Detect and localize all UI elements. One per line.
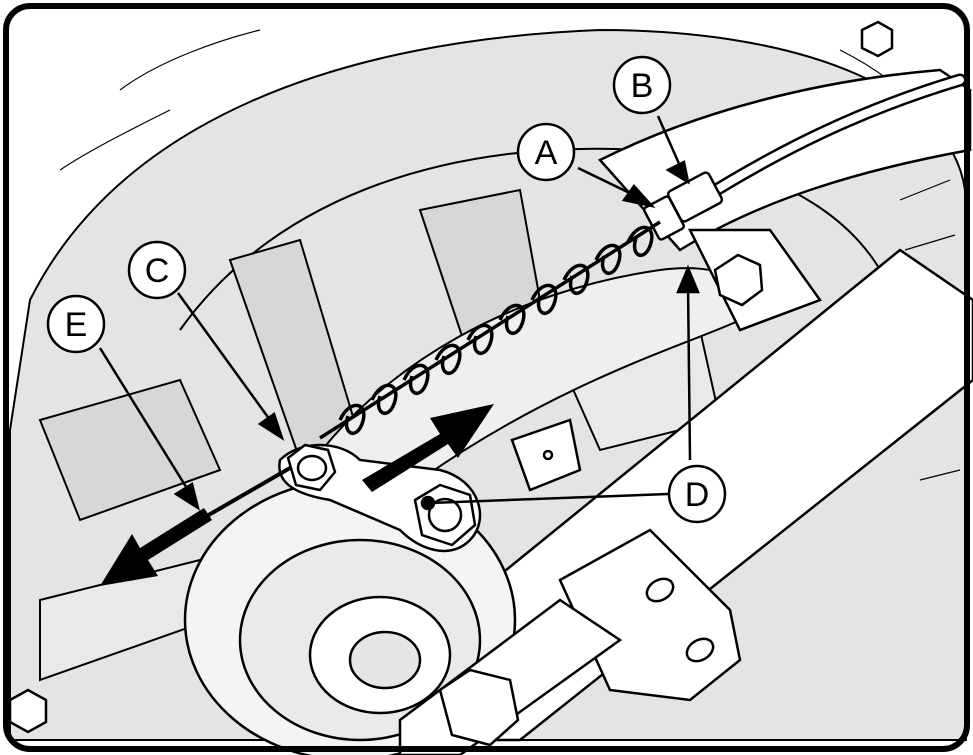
callout-b-label: B [631,67,654,105]
callout-d: D [667,464,727,524]
bracket-plate [510,418,742,702]
leader-lines [98,115,700,511]
frame-border [3,3,970,752]
callout-e-label: E [65,306,88,344]
arrow-right [362,404,494,492]
callout-a: A [516,122,576,182]
nuts [8,20,894,747]
callout-c-label: C [145,252,170,290]
direction-arrows [100,404,494,586]
callout-a-label: A [535,134,558,172]
arrow-left [100,508,212,586]
cable-end [198,466,292,522]
callout-d-label: D [685,476,710,514]
callout-b: B [612,55,672,115]
callout-e: E [46,294,106,354]
brake-cable-core [696,76,964,204]
callout-c: C [127,240,187,300]
tension-spring [319,220,661,440]
